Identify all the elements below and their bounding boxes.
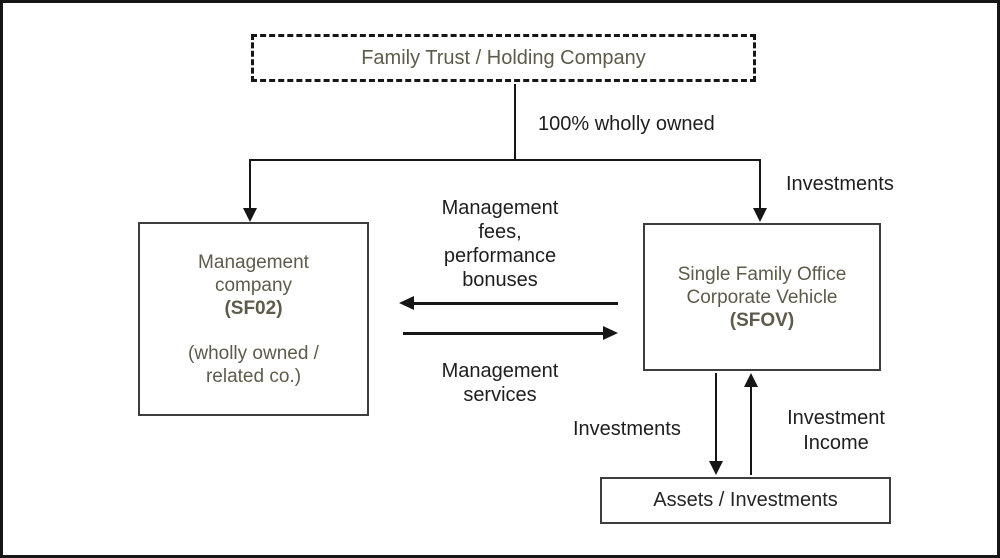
mgmt-fees-arrow-line xyxy=(412,302,618,305)
sfov-line: Single Family Office xyxy=(677,263,847,285)
family-trust-label: Family Trust / Holding Company xyxy=(361,46,646,69)
family-trust-box: Family Trust / Holding Company xyxy=(251,34,756,82)
arrow-to-sfov-line xyxy=(759,159,761,209)
investment-income-arrow-head-icon xyxy=(744,373,758,387)
arrow-to-sfov-head-icon xyxy=(753,208,767,222)
mgmt-services-label: Management services xyxy=(441,360,559,406)
mgmt-fees-label: Management fees, performance bonuses xyxy=(441,197,559,291)
sfov-code: (SFOV) xyxy=(729,309,795,331)
investments-bottom-label: Investments xyxy=(573,418,681,440)
ownership-line-horizontal xyxy=(250,159,761,161)
investments-down-arrow-head-icon xyxy=(709,461,723,475)
sfov-line: Corporate Vehicle xyxy=(686,286,838,308)
investments-down-arrow-line xyxy=(715,373,717,462)
management-company-line: (wholly owned / xyxy=(188,342,319,364)
ownership-label: 100% wholly owned xyxy=(538,113,715,135)
management-company-code: (SF02) xyxy=(224,297,283,319)
mgmt-services-arrow-head-icon xyxy=(603,326,618,340)
assets-label: Assets / Investments xyxy=(653,489,838,511)
management-company-box: Management company (SF02) (wholly owned … xyxy=(138,222,369,416)
ownership-line-vertical xyxy=(514,84,516,160)
arrow-to-management-line xyxy=(249,159,251,209)
sfov-box: Single Family Office Corporate Vehicle (… xyxy=(643,223,881,371)
arrow-to-management-head-icon xyxy=(243,208,257,222)
management-company-line: related co.) xyxy=(205,365,302,387)
investments-top-label: Investments xyxy=(786,173,894,195)
investment-income-arrow-line xyxy=(750,387,752,475)
management-company-line: company xyxy=(214,274,293,296)
mgmt-fees-arrow-head-icon xyxy=(399,296,414,310)
management-company-line: Management xyxy=(198,251,309,273)
investment-income-label: Investment Income xyxy=(787,407,885,454)
assets-box: Assets / Investments xyxy=(600,477,891,524)
mgmt-services-arrow-line xyxy=(403,332,605,335)
